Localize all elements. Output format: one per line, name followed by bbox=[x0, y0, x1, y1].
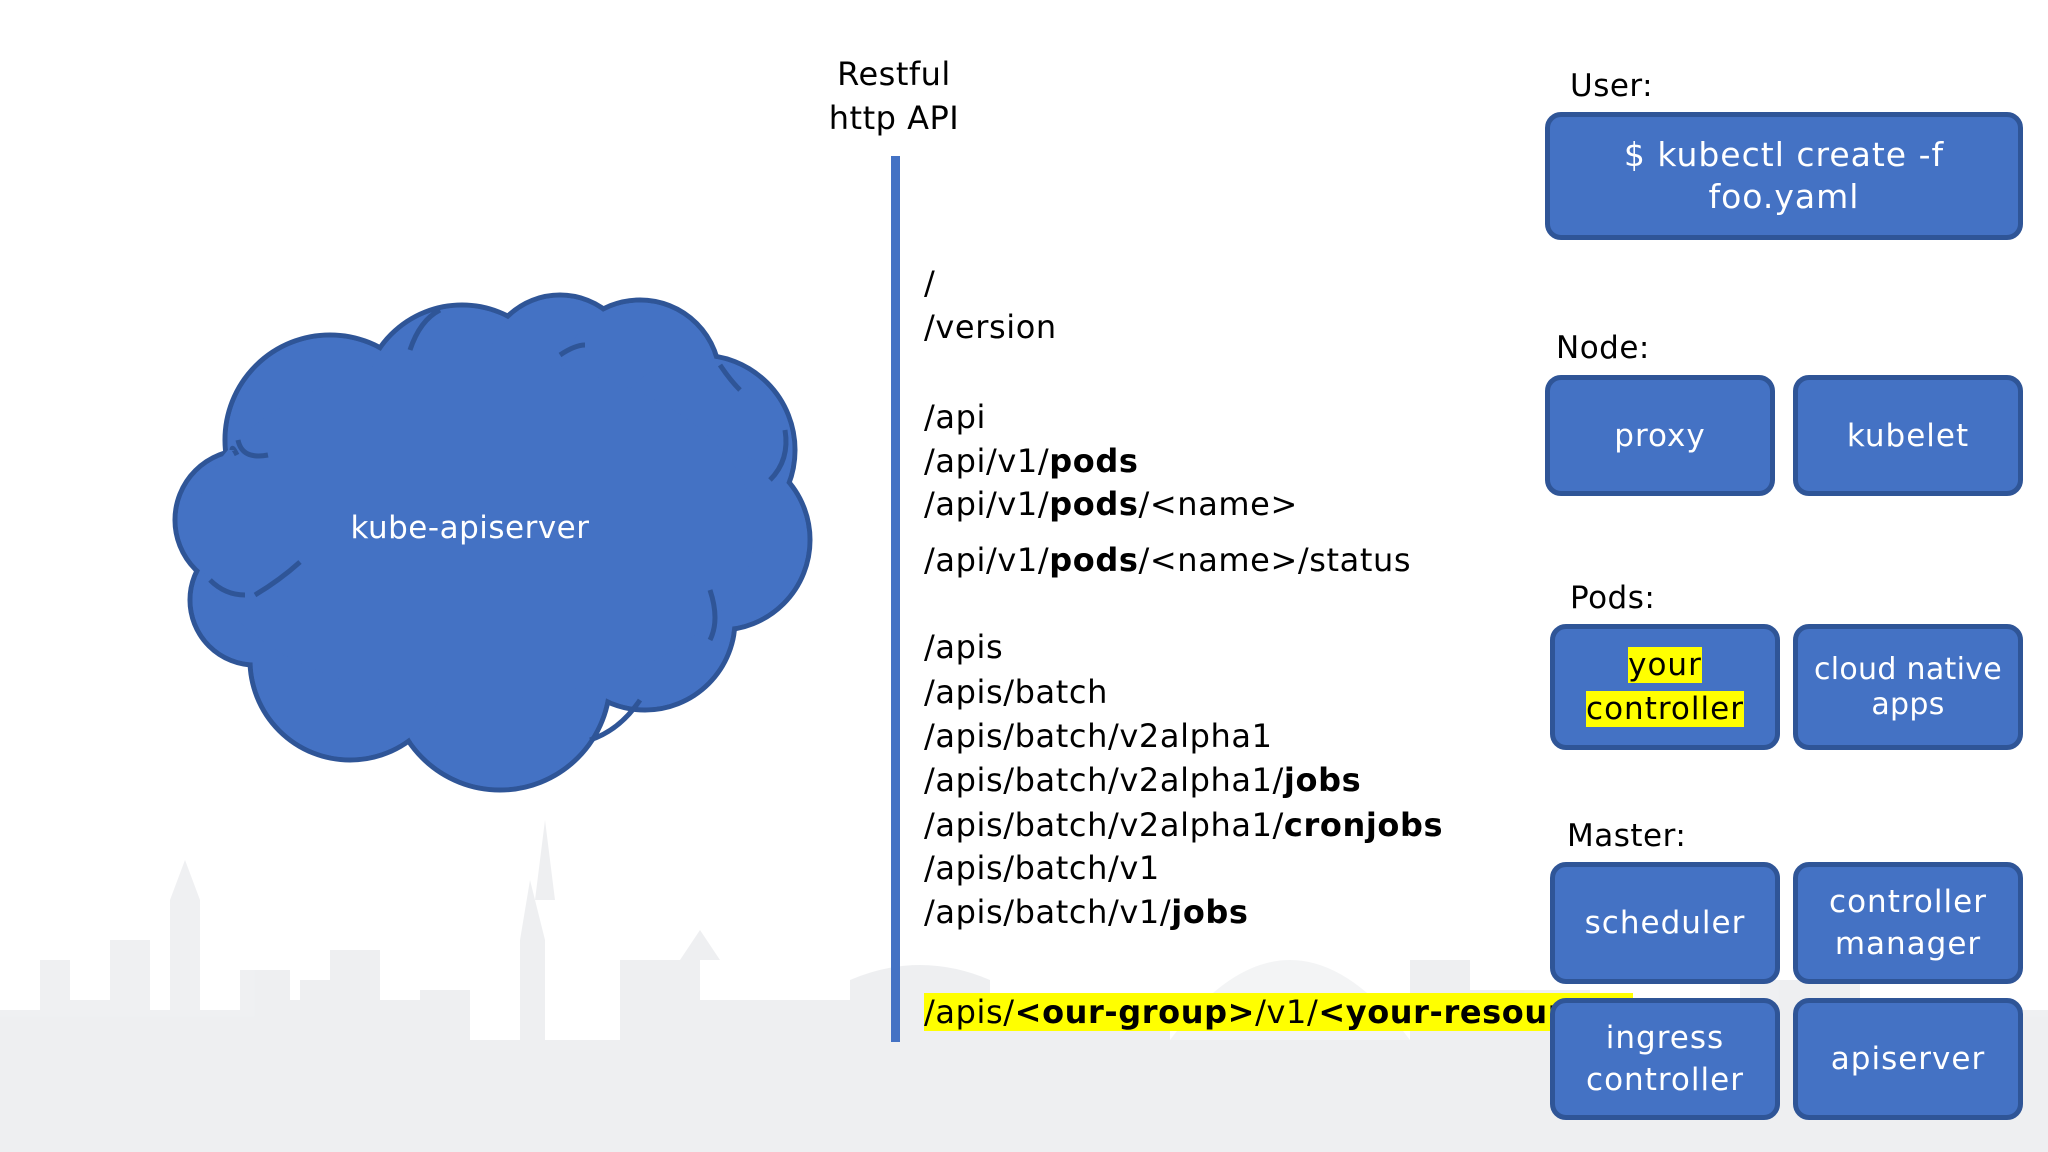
api-route: /api/v1/pods bbox=[924, 442, 1139, 480]
custom-route-highlight: /apis/<our-group>/v1/<your-resource> bbox=[924, 993, 1634, 1031]
node-label: Node: bbox=[1556, 330, 1650, 366]
api-route: / bbox=[924, 264, 935, 302]
cloud-label: kube-apiserver bbox=[350, 510, 590, 546]
proxy-box: proxy bbox=[1545, 375, 1775, 496]
api-route-path: /apis/batch bbox=[924, 673, 1108, 711]
api-title: Restful http API bbox=[794, 52, 994, 140]
api-route: /apis/batch/v2alpha1/cronjobs bbox=[924, 806, 1443, 844]
custom-route: /apis/<our-group>/v1/<your-resource> bbox=[924, 993, 1634, 1031]
api-route-suffix: /<name> bbox=[1138, 485, 1298, 523]
api-route-path: /apis/batch/v2alpha1/ bbox=[924, 806, 1284, 844]
scheduler-box: scheduler bbox=[1550, 862, 1780, 984]
proxy-label: proxy bbox=[1614, 417, 1706, 454]
controller-manager-line1: controller bbox=[1829, 884, 1987, 920]
api-route-path: /apis bbox=[924, 628, 1004, 666]
custom-route-part2: /v1/ bbox=[1255, 993, 1319, 1031]
custom-route-group: <our-group> bbox=[1014, 993, 1256, 1031]
api-route-path: /api/v1/ bbox=[924, 442, 1050, 480]
scheduler-label: scheduler bbox=[1584, 905, 1746, 941]
api-route-suffix: /<name>/status bbox=[1138, 541, 1412, 579]
your-controller-line1: your bbox=[1628, 647, 1702, 683]
api-route-resource: pods bbox=[1049, 442, 1139, 480]
cloud-native-line1: cloud native bbox=[1813, 652, 2003, 687]
api-route-resource: pods bbox=[1049, 541, 1139, 579]
api-route: /api bbox=[924, 398, 986, 436]
kubectl-command-box: $ kubectl create -f foo.yaml bbox=[1545, 112, 2023, 240]
api-route-resource: jobs bbox=[1283, 761, 1362, 799]
api-route: /apis/batch/v2alpha1 bbox=[924, 717, 1273, 755]
api-route: /apis/batch bbox=[924, 673, 1108, 711]
pods-label: Pods: bbox=[1570, 580, 1656, 616]
api-divider-line bbox=[891, 156, 900, 1042]
api-route-path: /apis/batch/v2alpha1/ bbox=[924, 761, 1284, 799]
controller-manager-box: controller manager bbox=[1793, 862, 2023, 984]
api-route: /api/v1/pods/<name>/status bbox=[924, 541, 1411, 579]
custom-route-part1: /apis/ bbox=[924, 993, 1015, 1031]
api-route: /apis/batch/v2alpha1/jobs bbox=[924, 761, 1361, 799]
api-route: /apis/batch/v1/jobs bbox=[924, 893, 1249, 931]
your-controller-box: your controller bbox=[1550, 624, 1780, 750]
api-route-path: /apis/batch/v2alpha1 bbox=[924, 717, 1273, 755]
api-route: /version bbox=[924, 308, 1057, 346]
api-route: /apis bbox=[924, 628, 1003, 666]
kubelet-box: kubelet bbox=[1793, 375, 2023, 496]
kubelet-label: kubelet bbox=[1846, 417, 1970, 454]
apiserver-label: apiserver bbox=[1830, 1041, 1986, 1077]
master-label: Master: bbox=[1567, 818, 1687, 854]
ingress-controller-line1: ingress bbox=[1605, 1020, 1725, 1056]
user-label: User: bbox=[1570, 68, 1654, 104]
api-title-line1: Restful bbox=[837, 55, 951, 93]
api-route: /api/v1/pods/<name> bbox=[924, 485, 1298, 523]
api-route-path: /api/v1/ bbox=[924, 541, 1050, 579]
api-route-path: /version bbox=[924, 308, 1057, 346]
ingress-controller-line2: controller bbox=[1586, 1062, 1744, 1098]
api-route-path: /api/v1/ bbox=[924, 485, 1050, 523]
cloud-native-line2: apps bbox=[1871, 687, 1945, 722]
apiserver-box: apiserver bbox=[1793, 998, 2023, 1120]
api-route-resource: pods bbox=[1049, 485, 1139, 523]
your-controller-line2: controller bbox=[1586, 691, 1744, 727]
controller-manager-line2: manager bbox=[1834, 926, 1982, 962]
cloud-native-apps-box: cloud native apps bbox=[1793, 624, 2023, 750]
api-route-path: /apis/batch/v1/ bbox=[924, 893, 1172, 931]
api-route: /apis/batch/v1 bbox=[924, 849, 1160, 887]
api-route-path: /apis/batch/v1 bbox=[924, 849, 1160, 887]
api-route-path: /api bbox=[924, 398, 986, 436]
api-route-resource: cronjobs bbox=[1283, 806, 1444, 844]
api-title-line2: http API bbox=[828, 99, 960, 137]
ingress-controller-box: ingress controller bbox=[1550, 998, 1780, 1120]
api-route-path: / bbox=[924, 264, 936, 302]
api-route-resource: jobs bbox=[1171, 893, 1249, 931]
kubectl-command: $ kubectl create -f foo.yaml bbox=[1623, 135, 1945, 216]
